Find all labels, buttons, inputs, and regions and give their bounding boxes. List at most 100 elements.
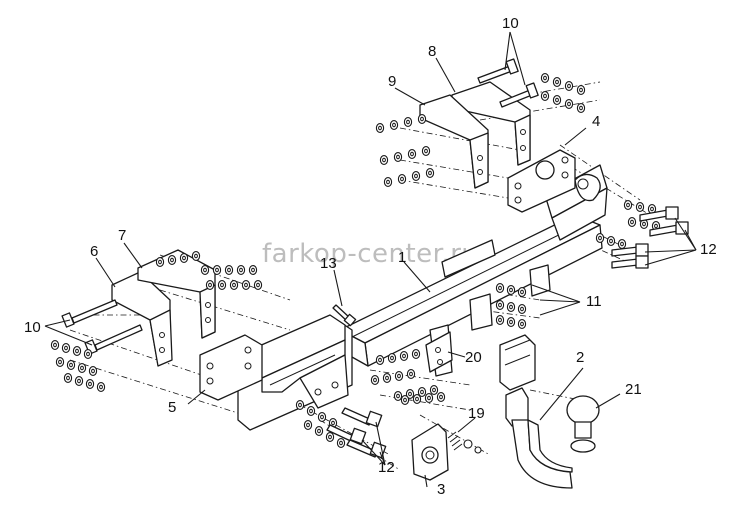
washer-hole xyxy=(420,389,424,395)
washer-nut xyxy=(389,120,399,130)
washer-nut xyxy=(552,77,562,87)
washer-nut xyxy=(517,304,527,314)
washer-nut xyxy=(540,73,550,83)
washer-hole xyxy=(80,365,84,371)
washer-nut xyxy=(306,406,316,416)
right-inner-bracket xyxy=(419,94,489,189)
washer-hole xyxy=(567,101,571,107)
callout-12a: 12 xyxy=(700,241,717,258)
washer-nut xyxy=(61,343,71,353)
washer-nut xyxy=(96,382,106,392)
washer-hole xyxy=(64,345,68,351)
fastener-stacks xyxy=(50,73,661,448)
tow-ball xyxy=(566,395,600,453)
washer-hole xyxy=(414,173,418,179)
washer-hole xyxy=(182,255,186,261)
washer-hole xyxy=(609,238,613,244)
washer-hole xyxy=(409,371,413,377)
washer-hole xyxy=(239,267,243,273)
washer-nut xyxy=(217,280,227,290)
washer-hole xyxy=(328,434,332,440)
washer-hole xyxy=(626,202,630,208)
washer-hole xyxy=(158,259,162,265)
washer-hole xyxy=(520,321,524,327)
washer-nut xyxy=(429,385,439,395)
washer-hole xyxy=(650,206,654,212)
washer-nut xyxy=(179,253,189,263)
washer-nut xyxy=(55,357,65,367)
short-bolts-right xyxy=(611,206,689,269)
washer-nut xyxy=(50,340,60,350)
washer-hole xyxy=(403,397,407,403)
washer-nut xyxy=(406,369,416,379)
washer-hole xyxy=(498,317,502,323)
washer-hole xyxy=(390,355,394,361)
washer-nut xyxy=(74,376,84,386)
callout-8: 8 xyxy=(428,43,436,60)
washer-hole xyxy=(298,402,302,408)
washer-nut xyxy=(495,300,505,310)
washer-nut xyxy=(383,177,393,187)
callout-10b: 10 xyxy=(24,319,41,336)
washer-hole xyxy=(427,395,431,401)
washer-nut xyxy=(517,287,527,297)
washer-nut xyxy=(88,366,98,376)
washer-nut xyxy=(595,233,605,243)
washer-hole xyxy=(378,357,382,363)
washer-hole xyxy=(579,105,583,111)
washer-nut xyxy=(552,95,562,105)
callout-1: 1 xyxy=(398,249,406,266)
washer-hole xyxy=(208,282,212,288)
washer-hole xyxy=(415,396,419,402)
washer-hole xyxy=(642,221,646,227)
callout-5: 5 xyxy=(168,399,176,416)
washer-hole xyxy=(509,319,513,325)
washer-hole xyxy=(402,353,406,359)
washer-nut xyxy=(191,251,201,261)
washer-nut xyxy=(623,200,633,210)
washer-hole xyxy=(86,351,90,357)
washer-hole xyxy=(555,79,559,85)
washer-nut xyxy=(379,155,389,165)
washer-nut xyxy=(303,420,313,430)
washer-nut xyxy=(495,315,505,325)
washer-nut xyxy=(411,349,421,359)
washer-hole xyxy=(339,440,343,446)
washer-hole xyxy=(244,282,248,288)
callout-3: 3 xyxy=(437,481,445,498)
washer-hole xyxy=(520,289,524,295)
washer-nut xyxy=(506,285,516,295)
main-cross-beam xyxy=(339,164,608,377)
left-side-bracket xyxy=(237,314,353,431)
socket-bracket xyxy=(411,423,449,481)
callout-21: 21 xyxy=(625,381,642,398)
washer-nut xyxy=(63,373,73,383)
washer-nut xyxy=(229,280,239,290)
washer-hole xyxy=(215,267,219,273)
right-mount-plate xyxy=(507,149,576,213)
washer-nut xyxy=(375,355,385,365)
small-bolt xyxy=(332,304,357,327)
washer-hole xyxy=(543,93,547,99)
washer-nut xyxy=(205,280,215,290)
washer-nut xyxy=(387,353,397,363)
washer-hole xyxy=(392,122,396,128)
washer-hole xyxy=(555,97,559,103)
washer-hole xyxy=(88,381,92,387)
washer-nut xyxy=(236,265,246,275)
washer-hole xyxy=(397,373,401,379)
washer-nut xyxy=(370,375,380,385)
washer-hole xyxy=(567,83,571,89)
washer-nut xyxy=(606,236,616,246)
washer-hole xyxy=(91,368,95,374)
washer-nut xyxy=(155,257,165,267)
washer-hole xyxy=(414,351,418,357)
washer-hole xyxy=(320,414,324,420)
spring xyxy=(447,431,482,454)
washer-hole xyxy=(99,384,103,390)
washer-hole xyxy=(520,306,524,312)
washer-hole xyxy=(66,375,70,381)
